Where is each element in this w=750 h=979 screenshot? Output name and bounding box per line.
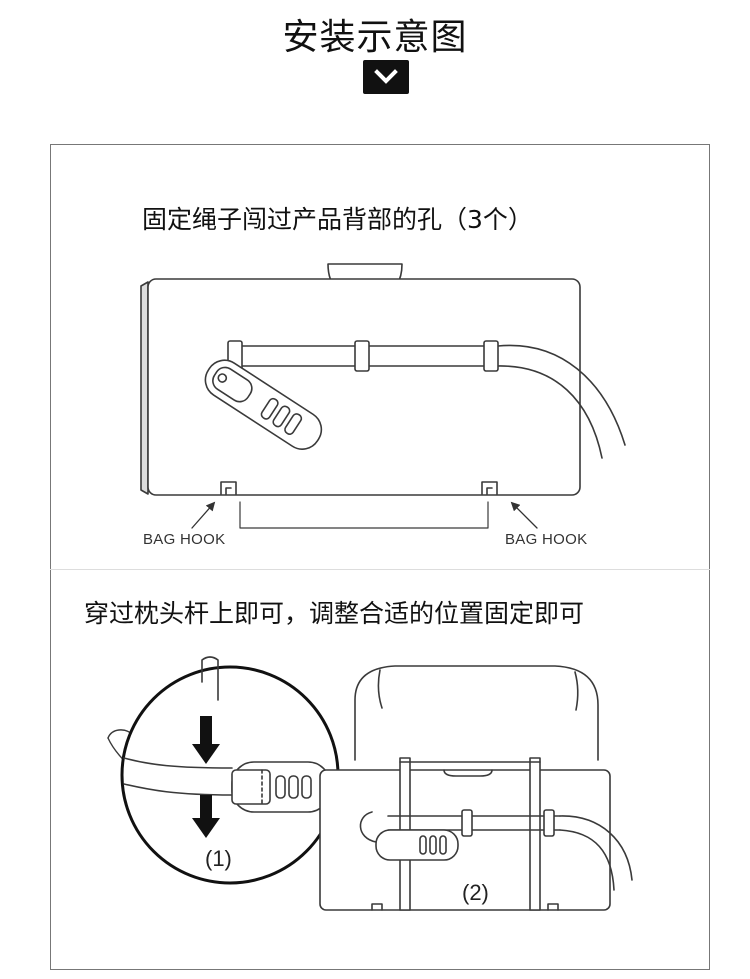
page-title: 安装示意图 [282, 17, 468, 58]
step-label-2: (2) [462, 880, 489, 905]
step-label-1: (1) [205, 846, 232, 871]
bag-hook-label-left: BAG HOOK [143, 531, 226, 548]
chevron-down-icon [363, 60, 409, 94]
diagram-frame [50, 144, 710, 970]
bag-hook-label-right: BAG HOOK [505, 531, 588, 548]
step2-instruction: 穿过枕头杆上即可，调整合适的位置固定即可 [84, 599, 585, 628]
section-divider [50, 569, 710, 570]
organizer-back-view [140, 263, 626, 529]
headrest-installed-view [319, 665, 633, 911]
step1-instruction: 固定绳子闯过产品背部的孔（3个） [142, 205, 533, 234]
